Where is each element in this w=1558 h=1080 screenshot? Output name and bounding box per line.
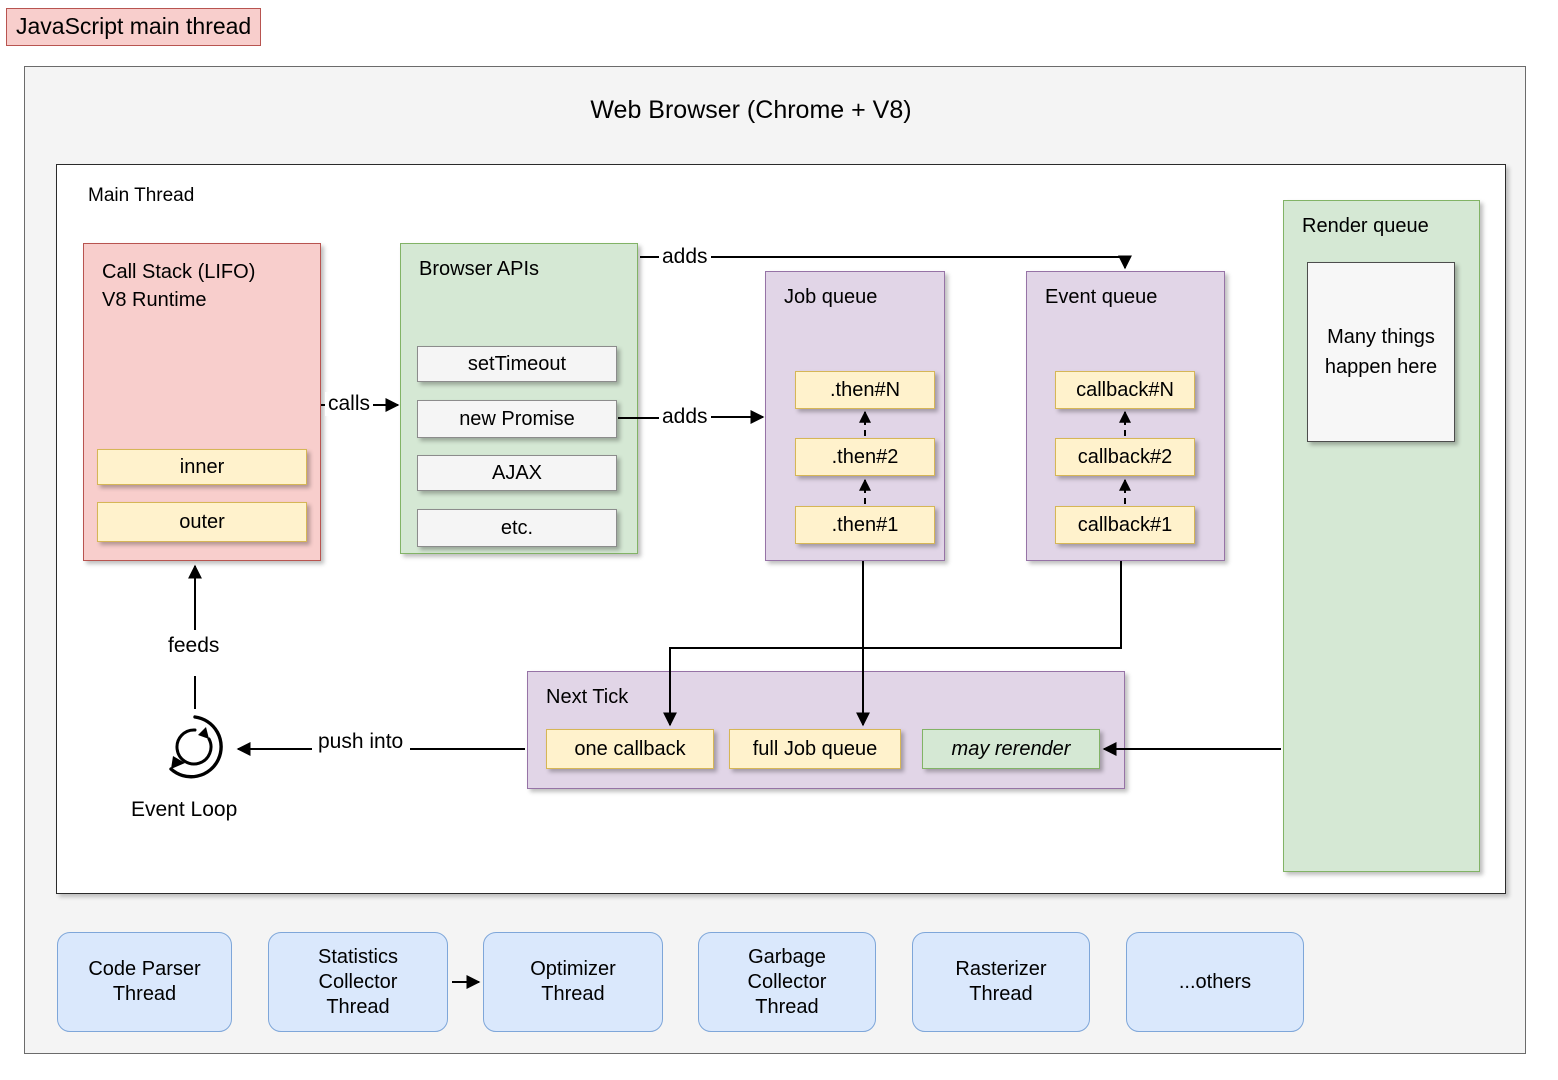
job-queue-item: .then#2 — [795, 438, 935, 476]
main-thread-label: Main Thread — [88, 185, 195, 206]
web-browser-title: Web Browser (Chrome + V8) — [590, 96, 912, 124]
render-queue-body: Many things happen here — [1307, 262, 1455, 442]
job-queue-item: .then#1 — [795, 506, 935, 544]
call-stack-frame-outer: outer — [97, 502, 307, 542]
edge-label-adds-top: adds — [659, 245, 711, 269]
browser-api-settimeout: setTimeout — [417, 346, 617, 382]
thread-code-parser: Code Parser Thread — [57, 932, 232, 1032]
next-tick-may-rerender: may rerender — [922, 729, 1100, 769]
edge-label-adds-mid: adds — [659, 405, 711, 429]
next-tick-full-job-queue: full Job queue — [729, 729, 901, 769]
call-stack-header: Call Stack (LIFO) V8 Runtime — [102, 261, 256, 311]
event-loop-label: Event Loop — [131, 798, 238, 821]
thread-garbage-collector: Garbage Collector Thread — [698, 932, 876, 1032]
browser-apis-header: Browser APIs — [419, 258, 540, 280]
call-stack-frame-inner: inner — [97, 449, 307, 485]
edge-label-calls: calls — [325, 392, 374, 416]
edge-label-feeds: feeds — [165, 634, 223, 658]
job-queue-item: .then#N — [795, 371, 935, 409]
event-queue-item: callback#2 — [1055, 438, 1195, 476]
next-tick-one-callback: one callback — [546, 729, 714, 769]
render-queue-header: Render queue — [1302, 215, 1429, 237]
page-title-badge: JavaScript main thread — [6, 8, 262, 46]
next-tick-header: Next Tick — [546, 686, 629, 708]
job-queue-header: Job queue — [784, 286, 878, 308]
browser-apis-box: Browser APIs — [400, 243, 638, 554]
event-queue-item: callback#1 — [1055, 506, 1195, 544]
thread-rasterizer: Rasterizer Thread — [912, 932, 1090, 1032]
thread-optimizer: Optimizer Thread — [483, 932, 663, 1032]
circular-arrow-icon — [159, 711, 231, 783]
thread-others: ...others — [1126, 932, 1304, 1032]
event-queue-header: Event queue — [1045, 286, 1158, 308]
browser-api-etc: etc. — [417, 509, 617, 547]
thread-statistics-collector: Statistics Collector Thread — [268, 932, 448, 1032]
browser-api-new-promise: new Promise — [417, 400, 617, 438]
edge-label-push-into: push into — [315, 730, 407, 754]
browser-api-ajax: AJAX — [417, 455, 617, 491]
event-queue-item: callback#N — [1055, 371, 1195, 409]
